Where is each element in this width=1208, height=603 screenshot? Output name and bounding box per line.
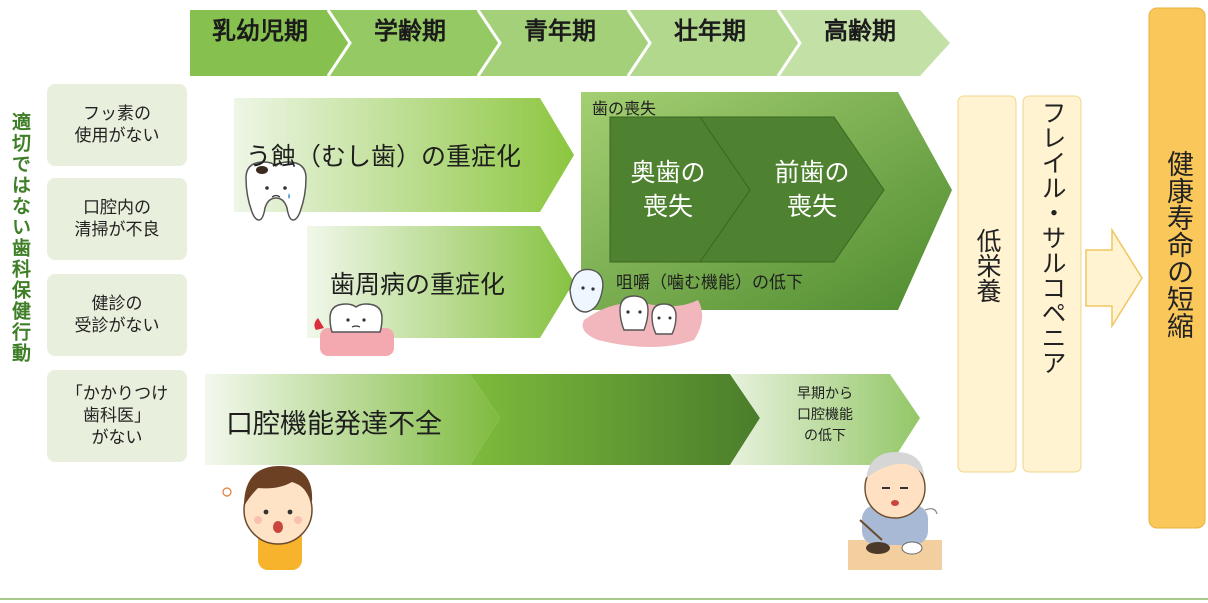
caries-arrow	[234, 98, 574, 212]
oral-dev-label: 口腔機能発達不全	[226, 409, 442, 440]
oral-dev-arrow-2	[470, 374, 760, 465]
stage-adult: 壮年期	[674, 17, 746, 45]
elderly-illustration	[848, 452, 942, 570]
child-illustration	[222, 466, 313, 570]
left-header: 適切ではない歯科保健行動	[9, 112, 31, 364]
front-loss-chevron	[699, 116, 885, 263]
result-box	[1148, 7, 1206, 529]
early-decline-label: 早期から 口腔機能 の低下	[797, 386, 853, 444]
result-arrow	[1085, 227, 1143, 329]
malnutrition-box	[957, 95, 1017, 473]
stage-elderly: 高齢期	[824, 17, 896, 45]
tooth-loss-illustration	[569, 268, 703, 347]
periodontal-label: 歯周病の重症化	[330, 270, 506, 299]
early-decline-arrow	[730, 374, 920, 465]
tooth-loss-title: 歯の喪失	[592, 99, 657, 118]
stage-school: 学齢期	[374, 17, 446, 45]
chewing-decline-label: 咀嚼（噛む機能）の低下	[616, 273, 803, 293]
stage-infant: 乳幼児期	[212, 17, 308, 45]
caries-label: う蝕（むし歯）の重症化	[246, 142, 522, 171]
result-label: 健康寿命の短縮	[1162, 150, 1193, 339]
left-item-dentist: 「かかりつけ 歯科医」 がない	[47, 370, 187, 462]
frailty-box	[1022, 95, 1082, 473]
front-loss-label: 前歯の 喪失	[774, 158, 850, 221]
life-stage-band	[190, 9, 950, 77]
left-item-checkup: 健診の 受診がない	[47, 274, 187, 356]
molar-loss-label: 奥歯の 喪失	[630, 158, 706, 221]
frailty-label: フレイル・サルコペニア	[1038, 100, 1067, 375]
left-item-cleaning: 口腔内の 清掃が不良	[47, 178, 187, 260]
left-item-fluoride: フッ素の 使用がない	[47, 84, 187, 166]
malnutrition-label: 低栄養	[973, 228, 1002, 303]
stage-youth: 青年期	[524, 17, 596, 45]
caries-tooth-illustration	[245, 161, 307, 221]
oral-dev-arrow-1	[205, 374, 500, 465]
periodontal-tooth-illustration	[314, 303, 394, 356]
